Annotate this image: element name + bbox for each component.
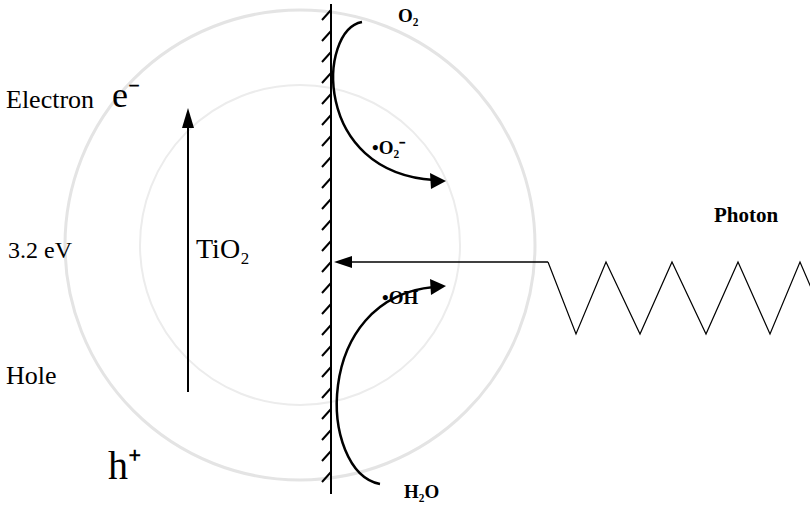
superoxide-label: •O₂⁻ bbox=[372, 138, 405, 159]
photon-wave bbox=[334, 256, 810, 334]
watermark-seal bbox=[140, 85, 460, 405]
photon-label: Photon bbox=[714, 204, 778, 227]
electron-label: Electron bbox=[6, 86, 94, 115]
hole-label: Hole bbox=[6, 362, 57, 391]
band-gap-value: 3.2 eV bbox=[8, 237, 72, 263]
hole-symbol: h⁺ bbox=[108, 444, 142, 488]
oxidation-arrow bbox=[337, 279, 446, 484]
material-label: TiO₂ bbox=[196, 234, 250, 265]
band-gap-arrow bbox=[182, 108, 194, 392]
oxygen-label: O₂ bbox=[398, 6, 418, 27]
tio2-surface bbox=[322, 4, 331, 494]
hydroxyl-label: •OH bbox=[382, 288, 418, 309]
electron-symbol: e⁻ bbox=[112, 76, 140, 116]
water-label: H₂O bbox=[404, 482, 439, 503]
reduction-arrow bbox=[333, 22, 446, 189]
watermark-seal bbox=[65, 10, 535, 480]
